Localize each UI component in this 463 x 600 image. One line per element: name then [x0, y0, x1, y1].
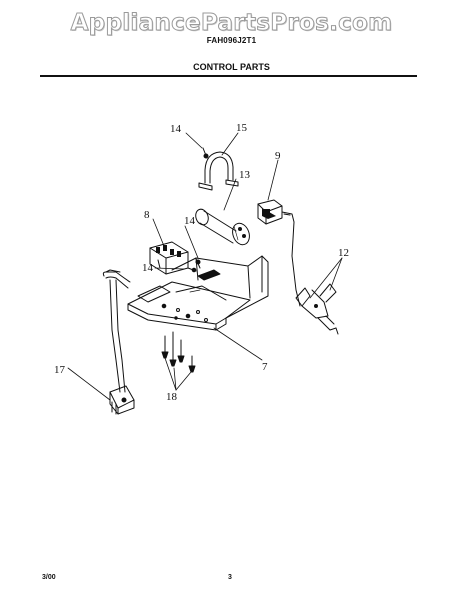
control-box-part-7 — [127, 255, 269, 331]
title-rule — [40, 75, 417, 77]
callout-18: 18 — [166, 391, 178, 403]
capacitor-strap-part-15 — [198, 151, 239, 191]
section-title: CONTROL PARTS — [193, 62, 270, 72]
sensor-bracket-part-12 — [295, 283, 339, 335]
callout-12: 12 — [338, 247, 349, 259]
callout-7: 7 — [262, 361, 268, 373]
leader-lines — [67, 132, 343, 401]
callout-14-top: 14 — [170, 123, 182, 135]
thermostat-part-9 — [257, 199, 301, 307]
power-cord-part-17 — [102, 269, 135, 415]
watermark-logo: AppliancePartsPros.com — [70, 10, 393, 37]
screws-part-18 — [161, 331, 196, 373]
screw-part-14-middle — [187, 258, 201, 273]
callout-13: 13 — [239, 169, 251, 181]
capacitor-part-13 — [195, 208, 250, 246]
callout-17: 17 — [54, 364, 66, 376]
footer-date: 3/00 — [42, 574, 56, 581]
callout-14-middle: 14 — [184, 215, 196, 227]
callout-labels: 14 15 9 13 8 14 14 12 7 17 18 — [54, 122, 349, 403]
relay-switch-part-8 — [149, 241, 189, 275]
page-number: 3 — [228, 574, 232, 581]
callout-9: 9 — [275, 150, 281, 162]
model-number: FAH096J2T1 — [206, 36, 257, 45]
screw-part-14-top — [202, 147, 209, 159]
callout-14-left: 14 — [142, 262, 154, 274]
callout-15: 15 — [236, 122, 248, 134]
callout-8: 8 — [144, 209, 150, 221]
